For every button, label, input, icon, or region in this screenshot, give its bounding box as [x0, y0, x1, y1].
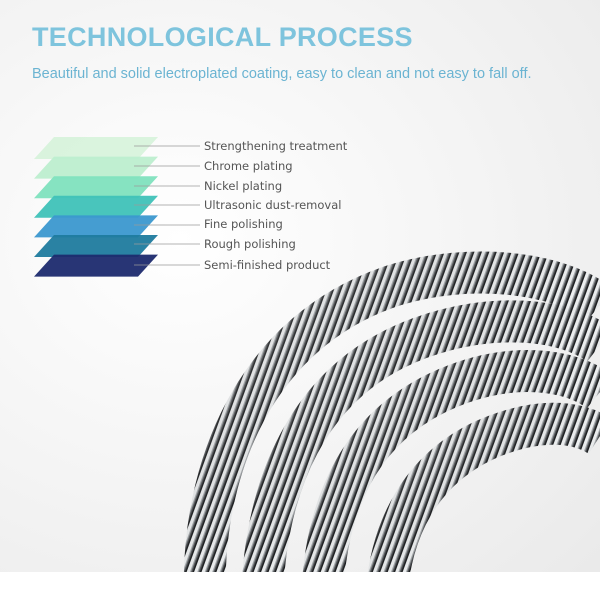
layer-label-rough-polishing: Rough polishing [204, 237, 296, 251]
coating-layer-1 [34, 156, 158, 179]
layer-label-ultrasonic-dust-removal: Ultrasonic dust-removal [204, 198, 342, 212]
coating-layer-2 [34, 176, 158, 199]
page-subtitle: Beautiful and solid electroplated coatin… [32, 66, 532, 82]
layer-label-chrome-plating: Chrome plating [204, 159, 293, 173]
coating-layer-5 [34, 235, 158, 257]
bottom-margin [0, 572, 600, 600]
coating-layer-4 [34, 215, 158, 238]
layer-label-strengthening-treatment: Strengthening treatment [204, 139, 348, 153]
coating-layer-0 [34, 137, 158, 159]
layer-label-nickel-plating: Nickel plating [204, 179, 283, 193]
layer-label-semi-finished-product: Semi-finished product [204, 258, 331, 272]
coating-layer-3 [34, 195, 158, 218]
coating-layer-6 [34, 254, 158, 277]
page-title: TECHNOLOGICAL PROCESS [32, 22, 413, 52]
layer-label-fine-polishing: Fine polishing [204, 217, 283, 231]
